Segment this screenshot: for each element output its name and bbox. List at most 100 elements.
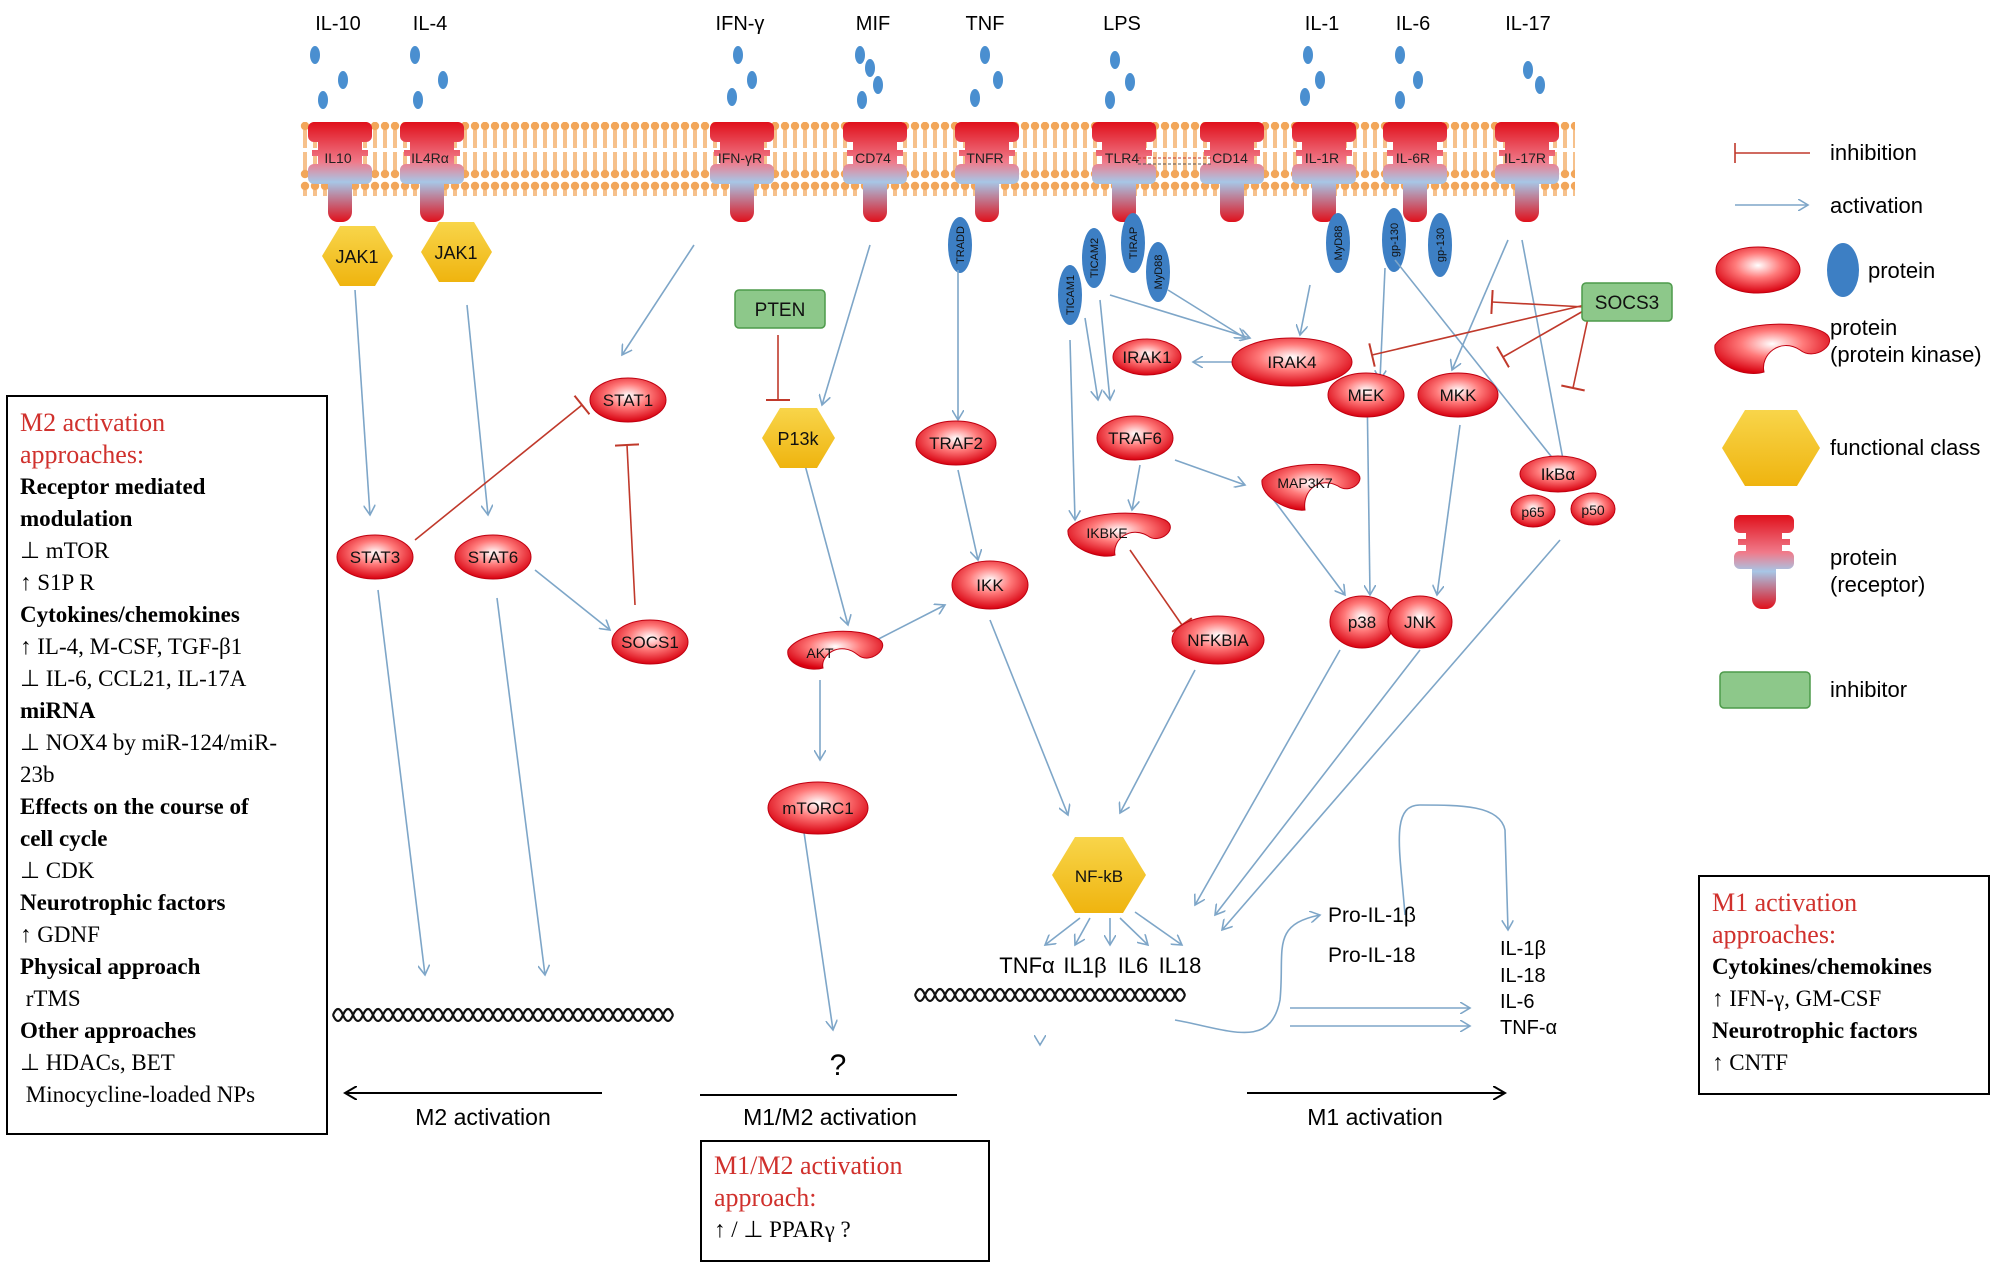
receptor: IL4Rα (400, 122, 464, 222)
legend-protein: protein (1868, 258, 1935, 283)
svg-text:P13k: P13k (777, 429, 819, 449)
question-mark: ? (830, 1049, 847, 1082)
svg-text:STAT1: STAT1 (603, 391, 653, 410)
box-category: Effects on the course of (20, 794, 249, 819)
protein-node: STAT3 (336, 534, 414, 580)
receptor: IL-17R (1495, 122, 1559, 222)
svg-text:SOCS1: SOCS1 (621, 633, 679, 652)
cell-membrane (300, 122, 1575, 196)
protein-node: NFKBIA (1171, 615, 1265, 665)
svg-text:PTEN: PTEN (755, 300, 806, 321)
adaptor-protein: MyD88 (1326, 213, 1350, 273)
legend-receptor-line2: (receptor) (1830, 572, 1925, 597)
legend-inhibitor-icon (1719, 671, 1811, 709)
svg-text:IL-17R: IL-17R (1504, 150, 1546, 166)
ligand-label: MIF (856, 13, 890, 35)
m1m2-activation-label: M1/M2 activation (743, 1104, 917, 1130)
box-item: ↑ / ⊥ PPARγ ? (714, 1217, 851, 1242)
legend-receptor-line1: protein (1830, 545, 1897, 570)
svg-text:IKK: IKK (976, 576, 1004, 595)
svg-text:TNFR: TNFR (966, 150, 1003, 166)
inhibitor-pten: PTEN (734, 289, 826, 329)
legend-activation: activation (1830, 193, 1923, 218)
svg-text:gp-130: gp-130 (1435, 228, 1447, 262)
protein-node: IRAK4 (1231, 337, 1353, 387)
svg-text:TRAF6: TRAF6 (1108, 429, 1162, 448)
svg-text:IKBKE: IKBKE (1086, 525, 1127, 541)
svg-text:MyD88: MyD88 (1153, 255, 1165, 290)
svg-text:IRAK4: IRAK4 (1267, 353, 1316, 372)
box-item: rTMS (20, 986, 81, 1011)
box-item: ↑ CNTF (1712, 1050, 1789, 1075)
box-item: ⊥ CDK (20, 858, 95, 883)
svg-text:IkBα: IkBα (1541, 465, 1576, 484)
protein-node: JNK (1387, 595, 1453, 649)
svg-text:MyD88: MyD88 (1333, 226, 1345, 261)
dna-helix-m1 (913, 987, 1187, 1003)
box-item: ↑ IL-4, M-CSF, TGF-β1 (20, 634, 243, 659)
adaptor-protein: TICAM1 (1058, 265, 1082, 325)
adaptor-protein: TRADD (948, 217, 972, 273)
box-category: Cytokines/chemokines (1712, 954, 1932, 979)
box-item: 23b (20, 762, 55, 787)
svg-text:NF-kB: NF-kB (1075, 867, 1123, 886)
secreted-cytokine: IL-18 (1500, 965, 1546, 987)
box-category: cell cycle (20, 826, 108, 851)
box-item: ⊥ IL-6, CCL21, IL-17A (20, 666, 247, 691)
protein-node: IkBα (1519, 455, 1597, 493)
protein-node: MKK (1417, 372, 1499, 418)
legend-functional-class: functional class (1830, 435, 1980, 460)
legend-kinase-line1: protein (1830, 315, 1897, 340)
adaptor-protein: MyD88 (1146, 242, 1170, 302)
gene-output: IL18 (1159, 953, 1202, 978)
protein-node: SOCS1 (611, 619, 689, 665)
protein-node: IRAK1 (1112, 338, 1182, 376)
box-category: Cytokines/chemokines (20, 602, 240, 627)
ligand-label: IL-17 (1505, 13, 1551, 35)
legend (1714, 143, 1859, 709)
pro-cytokine: Pro-IL-1β (1328, 904, 1416, 927)
box-item: ⊥ HDACs, BET (20, 1050, 175, 1075)
m1m2-approach-box: M1/M2 activation approach: ↑ / ⊥ PPARγ ? (700, 1140, 990, 1262)
svg-text:p65: p65 (1521, 504, 1545, 520)
svg-text:IFN-γR: IFN-γR (718, 150, 762, 166)
box-item: ⊥ NOX4 by miR-124/miR- (20, 730, 278, 755)
svg-text:MEK: MEK (1348, 386, 1386, 405)
adaptor-protein: TICAM2 (1082, 228, 1106, 288)
svg-text:TIRAP: TIRAP (1128, 227, 1140, 259)
svg-text:SOCS3: SOCS3 (1595, 293, 1659, 314)
legend-inhibitor: inhibitor (1830, 677, 1907, 702)
legend-kinase-icon (1714, 323, 1831, 374)
svg-text:TRAF2: TRAF2 (929, 434, 983, 453)
svg-text:gp-130: gp-130 (1389, 223, 1401, 257)
gene-output: TNFα (999, 953, 1055, 978)
box-category: modulation (20, 506, 133, 531)
m1-box-title-line2: approaches: (1712, 920, 1837, 949)
receptor: IL-6R (1383, 122, 1447, 222)
m2-approaches-box: M2 activation approaches: Receptor media… (6, 395, 328, 1135)
ligand-label: IL-6 (1396, 13, 1430, 35)
legend-kinase-line2: (protein kinase) (1830, 342, 1982, 367)
receptor: IL-1R (1292, 122, 1356, 222)
svg-text:IL-1R: IL-1R (1305, 150, 1339, 166)
ligand-label: IFN-γ (716, 13, 765, 35)
receptor: CD74 (843, 122, 907, 222)
m2-activation-label: M2 activation (415, 1104, 551, 1130)
svg-text:TICAM2: TICAM2 (1089, 238, 1101, 278)
ligand-label: IL-10 (315, 13, 361, 35)
functional-class-nfkb: NF-kB (1052, 837, 1146, 913)
m1m2-box-title-line2: approach: (714, 1183, 817, 1212)
box-category: Neurotrophic factors (1712, 1018, 1918, 1043)
m1m2-box-title-line1: M1/M2 activation (714, 1151, 903, 1180)
protein-node: IKK (951, 560, 1029, 610)
protein-node: p50 (1570, 492, 1616, 526)
svg-text:TICAM1: TICAM1 (1065, 275, 1077, 315)
functional-class-jak1: JAK1 (421, 222, 492, 282)
ligand-label: TNF (966, 13, 1005, 35)
box-item: ↑ IFN-γ, GM-CSF (1712, 986, 1882, 1011)
ligand-label: IL-4 (413, 13, 447, 35)
box-category: Physical approach (20, 954, 201, 979)
legend-protein-blue (1827, 243, 1859, 297)
protein-node: MEK (1327, 372, 1405, 418)
